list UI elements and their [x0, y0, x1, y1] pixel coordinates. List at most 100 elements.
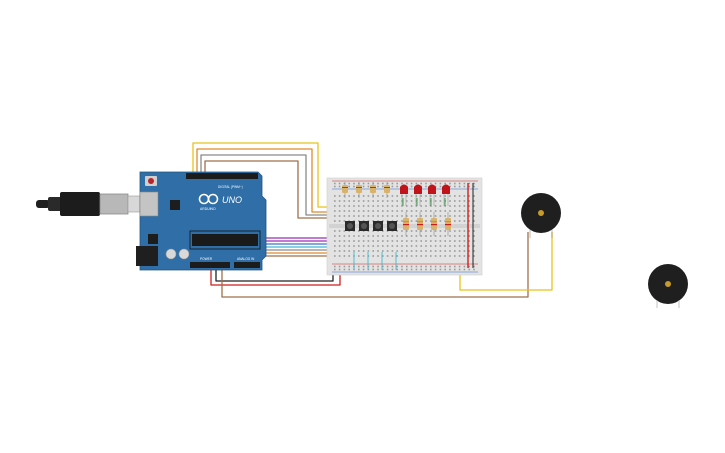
breadboard-hole[interactable] — [353, 200, 355, 202]
breadboard-hole[interactable] — [353, 250, 355, 252]
led[interactable] — [428, 184, 436, 207]
breadboard-hole[interactable] — [468, 195, 470, 197]
breadboard-hole[interactable] — [343, 250, 346, 252]
breadboard-hole[interactable] — [348, 240, 350, 242]
breadboard-hole[interactable] — [430, 230, 432, 232]
breadboard-hole[interactable] — [386, 205, 389, 207]
breadboard-hole[interactable] — [425, 245, 427, 247]
breadboard-hole[interactable] — [382, 268, 384, 271]
breadboard-hole[interactable] — [343, 200, 346, 202]
breadboard-hole[interactable] — [415, 195, 418, 197]
breadboard-hole[interactable] — [444, 235, 446, 237]
breadboard-hole[interactable] — [358, 250, 360, 252]
breadboard-hole[interactable] — [334, 195, 336, 197]
breadboard-hole[interactable] — [334, 250, 336, 252]
breadboard-hole[interactable] — [439, 245, 442, 247]
led[interactable] — [400, 184, 408, 207]
breadboard-hole[interactable] — [420, 210, 422, 212]
breadboard-hole[interactable] — [386, 215, 389, 217]
breadboard-hole[interactable] — [406, 230, 408, 232]
breadboard-hole[interactable] — [439, 220, 442, 222]
breadboard-hole[interactable] — [430, 235, 432, 237]
breadboard-hole[interactable] — [415, 265, 418, 268]
breadboard-hole[interactable] — [367, 185, 370, 188]
breadboard-hole[interactable] — [468, 240, 470, 242]
breadboard-hole[interactable] — [396, 235, 398, 237]
breadboard-hole[interactable] — [449, 182, 451, 185]
breadboard-hole[interactable] — [396, 185, 398, 188]
pushbutton[interactable] — [359, 221, 369, 231]
breadboard-hole[interactable] — [362, 185, 365, 188]
breadboard-hole[interactable] — [343, 255, 346, 257]
breadboard-hole[interactable] — [430, 240, 432, 242]
breadboard-hole[interactable] — [415, 250, 418, 252]
breadboard-hole[interactable] — [444, 240, 446, 242]
breadboard-hole[interactable] — [343, 245, 346, 247]
breadboard-hole[interactable] — [449, 215, 451, 217]
breadboard-hole[interactable] — [458, 240, 461, 242]
breadboard-hole[interactable] — [454, 220, 456, 222]
breadboard-hole[interactable] — [420, 230, 422, 232]
breadboard-hole[interactable] — [449, 200, 451, 202]
breadboard-hole[interactable] — [334, 235, 336, 237]
breadboard-hole[interactable] — [372, 210, 374, 212]
breadboard-hole[interactable] — [372, 255, 374, 257]
breadboard-hole[interactable] — [425, 240, 427, 242]
breadboard-hole[interactable] — [415, 220, 418, 222]
breadboard-hole[interactable] — [473, 268, 475, 271]
pushbutton[interactable] — [345, 221, 355, 231]
breadboard-hole[interactable] — [382, 185, 384, 188]
breadboard-hole[interactable] — [473, 230, 475, 232]
breadboard-hole[interactable] — [372, 205, 374, 207]
breadboard-hole[interactable] — [334, 182, 336, 185]
breadboard-hole[interactable] — [473, 195, 475, 197]
breadboard-hole[interactable] — [458, 215, 461, 217]
breadboard-hole[interactable] — [343, 210, 346, 212]
breadboard-hole[interactable] — [353, 215, 355, 217]
breadboard-hole[interactable] — [367, 195, 370, 197]
breadboard-hole[interactable] — [434, 205, 437, 207]
breadboard-hole[interactable] — [353, 240, 355, 242]
breadboard-hole[interactable] — [473, 240, 475, 242]
breadboard-hole[interactable] — [434, 182, 437, 185]
breadboard-hole[interactable] — [463, 245, 466, 247]
breadboard-hole[interactable] — [406, 182, 408, 185]
breadboard-hole[interactable] — [415, 268, 418, 271]
breadboard-hole[interactable] — [425, 235, 427, 237]
breadboard-hole[interactable] — [391, 185, 394, 188]
breadboard-hole[interactable] — [386, 245, 389, 247]
breadboard-hole[interactable] — [420, 195, 422, 197]
breadboard-hole[interactable] — [372, 265, 374, 268]
breadboard-hole[interactable] — [439, 240, 442, 242]
breadboard-hole[interactable] — [382, 182, 384, 185]
breadboard-hole[interactable] — [410, 205, 413, 207]
resistor[interactable] — [431, 212, 437, 236]
breadboard-hole[interactable] — [410, 220, 413, 222]
breadboard-hole[interactable] — [401, 210, 403, 212]
breadboard-hole[interactable] — [338, 245, 341, 247]
breadboard-hole[interactable] — [396, 230, 398, 232]
breadboard-hole[interactable] — [362, 240, 365, 242]
breadboard-hole[interactable] — [401, 182, 403, 185]
breadboard-hole[interactable] — [362, 265, 365, 268]
breadboard-hole[interactable] — [382, 250, 384, 252]
breadboard-hole[interactable] — [382, 235, 384, 237]
breadboard-hole[interactable] — [362, 215, 365, 217]
breadboard-hole[interactable] — [439, 255, 442, 257]
breadboard-hole[interactable] — [473, 265, 475, 268]
breadboard-hole[interactable] — [449, 235, 451, 237]
breadboard-hole[interactable] — [415, 210, 418, 212]
breadboard-hole[interactable] — [439, 210, 442, 212]
breadboard-hole[interactable] — [358, 200, 360, 202]
breadboard-hole[interactable] — [343, 240, 346, 242]
breadboard-hole[interactable] — [391, 205, 394, 207]
breadboard-hole[interactable] — [454, 195, 456, 197]
breadboard-hole[interactable] — [425, 265, 427, 268]
breadboard-hole[interactable] — [430, 265, 432, 268]
breadboard-hole[interactable] — [362, 255, 365, 257]
breadboard-hole[interactable] — [434, 255, 437, 257]
breadboard-hole[interactable] — [396, 215, 398, 217]
breadboard-hole[interactable] — [386, 182, 389, 185]
breadboard-hole[interactable] — [410, 245, 413, 247]
breadboard-hole[interactable] — [468, 210, 470, 212]
